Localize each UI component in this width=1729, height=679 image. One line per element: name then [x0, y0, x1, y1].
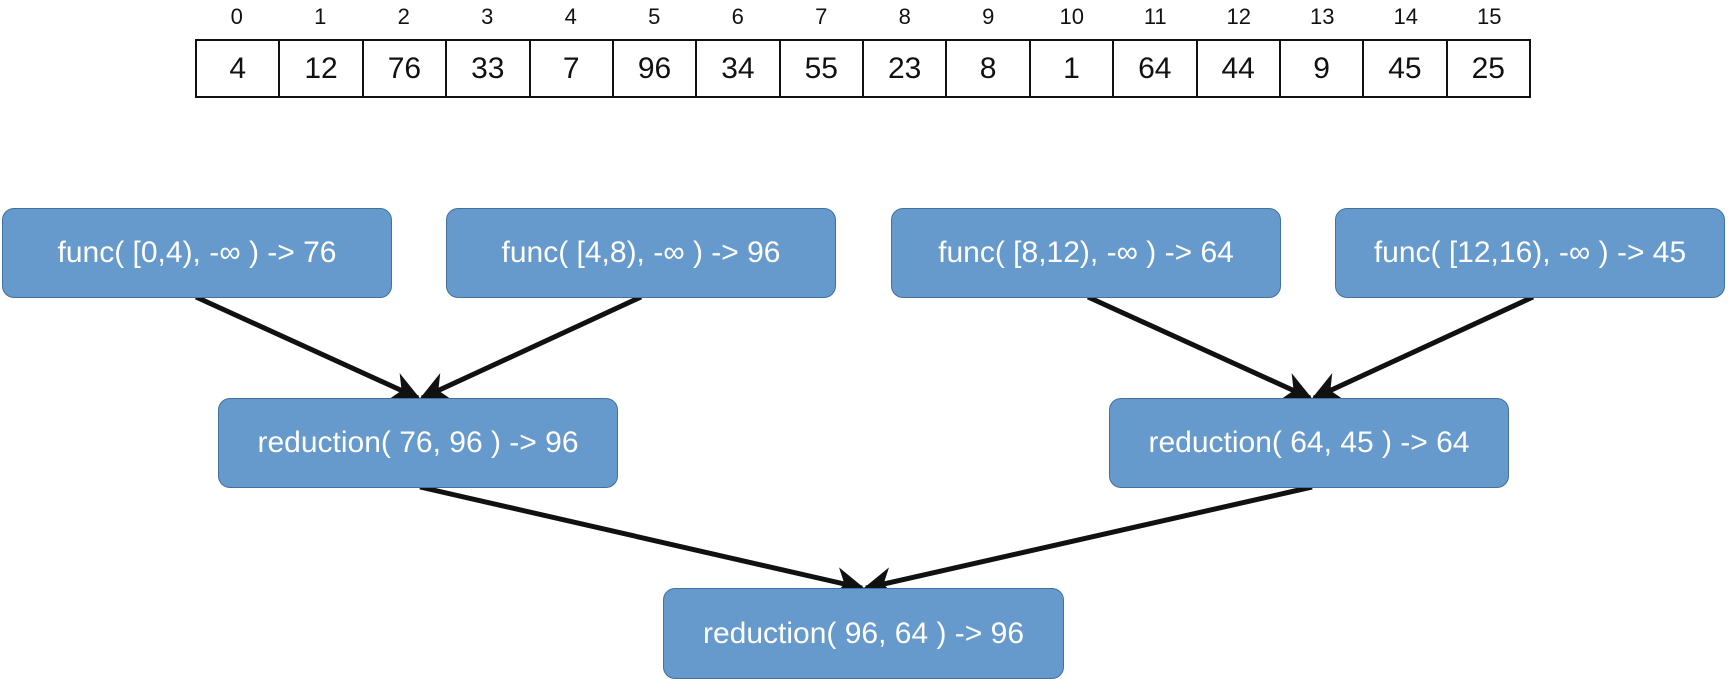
array-index-14: 14 — [1393, 4, 1418, 29]
reduction-node-0-label: reduction( 76, 96 ) -> 96 — [257, 426, 579, 459]
array-cell-0: 4 — [197, 41, 281, 96]
array-cell-3: 33 — [447, 41, 531, 96]
func-node-3-label: func( [12,16), -∞ ) -> 45 — [1373, 236, 1687, 269]
reduction-node-0: reduction( 76, 96 ) -> 96 — [218, 398, 618, 488]
array-index-10: 10 — [1059, 4, 1084, 29]
arrow-func0-to-red0 — [194, 294, 421, 401]
array-index-2: 2 — [397, 4, 410, 29]
arrow-func2-to-red1 — [1086, 294, 1313, 401]
array-index-7: 7 — [815, 4, 828, 29]
array-cell-4: 7 — [531, 41, 614, 96]
func-node-1: func( [4,8), -∞ ) -> 96 — [446, 208, 836, 298]
func-node-2: func( [8,12), -∞ ) -> 64 — [891, 208, 1281, 298]
array-cell-5: 96 — [614, 41, 698, 96]
array-cell-11: 64 — [1114, 41, 1198, 96]
array-cell-13: 9 — [1281, 41, 1365, 96]
array-index-8: 8 — [898, 4, 911, 29]
func-node-0-label: func( [0,4), -∞ ) -> 76 — [57, 236, 337, 269]
array-index-9: 9 — [982, 4, 995, 29]
array-cell-7: 55 — [781, 41, 864, 96]
func-node-1-label: func( [4,8), -∞ ) -> 96 — [501, 236, 781, 269]
func-node-3: func( [12,16), -∞ ) -> 45 — [1335, 208, 1725, 298]
array-index-15: 15 — [1477, 4, 1502, 29]
array-index-6: 6 — [731, 4, 744, 29]
array-index-3: 3 — [481, 4, 494, 29]
array-cell-2: 76 — [364, 41, 448, 96]
arrow-func1-to-red0 — [419, 294, 643, 401]
array-index-11: 11 — [1143, 4, 1167, 29]
array-cell-15: 25 — [1471, 51, 1505, 85]
array-index-4: 4 — [564, 4, 577, 29]
array-index-1: 1 — [314, 4, 327, 29]
arrow-red1-to-final — [863, 484, 1313, 597]
func-node-2-label: func( [8,12), -∞ ) -> 64 — [938, 236, 1234, 269]
array-index-12: 12 — [1226, 4, 1251, 29]
array-index-0: 0 — [230, 4, 243, 29]
array-cell-12: 44 — [1198, 41, 1281, 96]
reduction-node-1: reduction( 64, 45 ) -> 64 — [1109, 398, 1509, 488]
final-reduction-node-label: reduction( 96, 64 ) -> 96 — [702, 616, 1025, 650]
array-cell-6: 34 — [697, 41, 781, 96]
reduction-node-1-label: reduction( 64, 45 ) -> 64 — [1148, 426, 1470, 459]
array-index-13: 13 — [1310, 4, 1335, 29]
func-node-0: func( [0,4), -∞ ) -> 76 — [2, 208, 392, 298]
array-cell-10: 1 — [1031, 41, 1115, 96]
array-cell-9: 8 — [947, 41, 1031, 96]
array-index-5: 5 — [648, 4, 661, 29]
arrow-red0-to-final — [419, 484, 865, 597]
final-reduction-node: reduction( 96, 64 ) -> 96 — [663, 588, 1064, 679]
array-cell-1: 12 — [280, 41, 364, 96]
arrow-func3-to-red1 — [1311, 294, 1535, 401]
array-cell-14: 45 — [1364, 41, 1448, 96]
array-cell-8: 23 — [864, 41, 948, 96]
